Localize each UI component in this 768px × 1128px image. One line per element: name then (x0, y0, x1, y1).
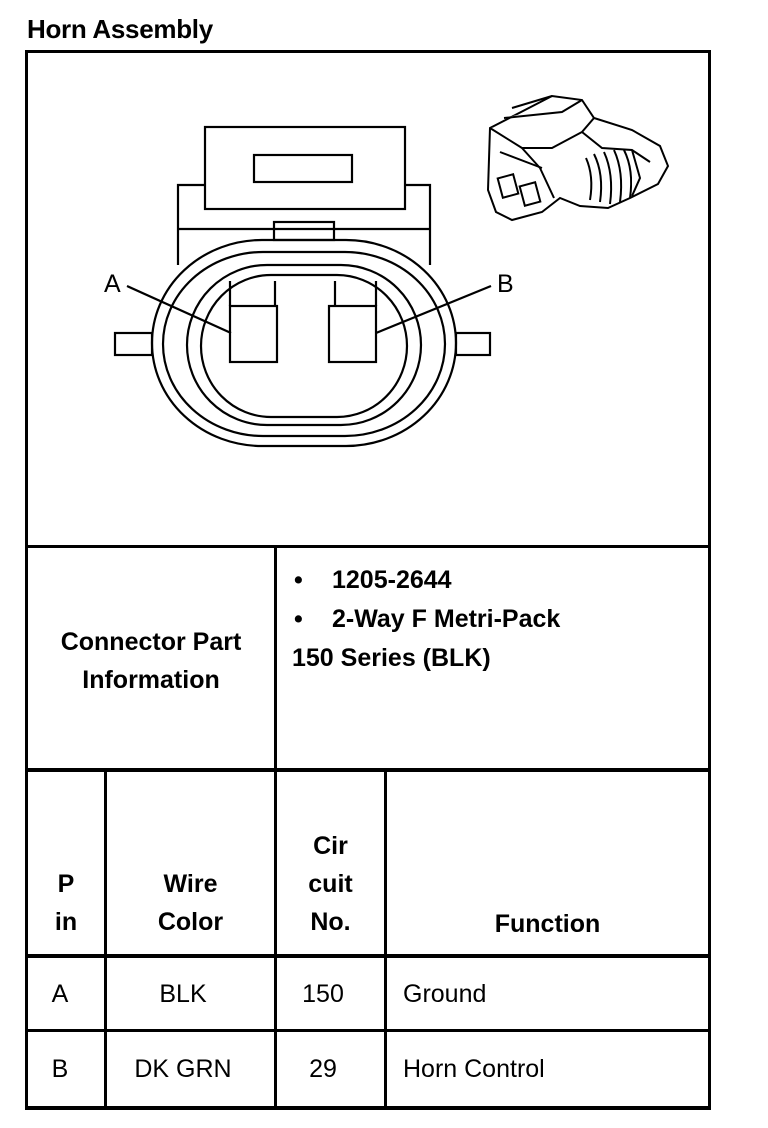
bullet-icon: • (294, 566, 303, 594)
frame-left (25, 50, 28, 1110)
header-pin: P in (28, 865, 104, 941)
vline-wire (274, 770, 277, 1110)
terminal-a-label: A (104, 270, 121, 298)
header-pin-line2: in (54, 908, 78, 936)
row-b-function: Horn Control (403, 1055, 545, 1083)
connector-info-label-line2: Information (82, 666, 220, 694)
connector-face-diagram: A B (104, 125, 514, 448)
frame-bottom (25, 1106, 711, 1110)
divider-info (25, 768, 711, 772)
part-number-text: 1205-2644 (332, 566, 452, 594)
page-title: Horn Assembly (27, 14, 213, 44)
frame-right (708, 50, 711, 1110)
vline-pin (104, 770, 107, 1110)
frame-top (25, 50, 711, 53)
header-circuit-no: Cir cuit No. (277, 827, 384, 941)
header-function: Function (494, 910, 601, 938)
header-circuit-line1: Cir (313, 832, 348, 860)
row-a-wire-color: BLK (159, 980, 207, 1008)
connector-3d-illustration (486, 94, 670, 222)
header-wire-line2: Color (157, 908, 224, 936)
row-b-circuit: 29 (309, 1055, 337, 1083)
header-wire-line1: Wire (163, 870, 218, 898)
row-b-wire-color: DK GRN (134, 1055, 232, 1083)
divider-diagram (25, 545, 711, 548)
row-a-circuit: 150 (302, 980, 344, 1008)
connector-type-text: 2-Way F Metri-Pack (332, 605, 561, 633)
bullet-icon: • (294, 605, 303, 633)
row-b-pin: B (51, 1055, 69, 1083)
part-number-item: • 1205-2644 (294, 566, 452, 595)
divider-row (25, 1029, 711, 1032)
vline-circuit (384, 770, 387, 1110)
connector-info-label: Connector Part Information (28, 623, 274, 699)
header-wire-color: Wire Color (107, 865, 274, 941)
header-pin-line1: P (57, 870, 75, 898)
terminal-b-label: B (497, 270, 514, 298)
row-a-function: Ground (403, 980, 487, 1008)
connector-info-label-line1: Connector Part (60, 628, 242, 656)
connector-series-text: 150 Series (BLK) (292, 644, 491, 672)
divider-header (25, 954, 711, 958)
vline-info (274, 545, 277, 771)
header-circuit-line2: cuit (308, 870, 353, 898)
row-a-pin: A (51, 980, 69, 1008)
header-circuit-line3: No. (310, 908, 351, 936)
connector-type-item: • 2-Way F Metri-Pack (294, 605, 560, 634)
